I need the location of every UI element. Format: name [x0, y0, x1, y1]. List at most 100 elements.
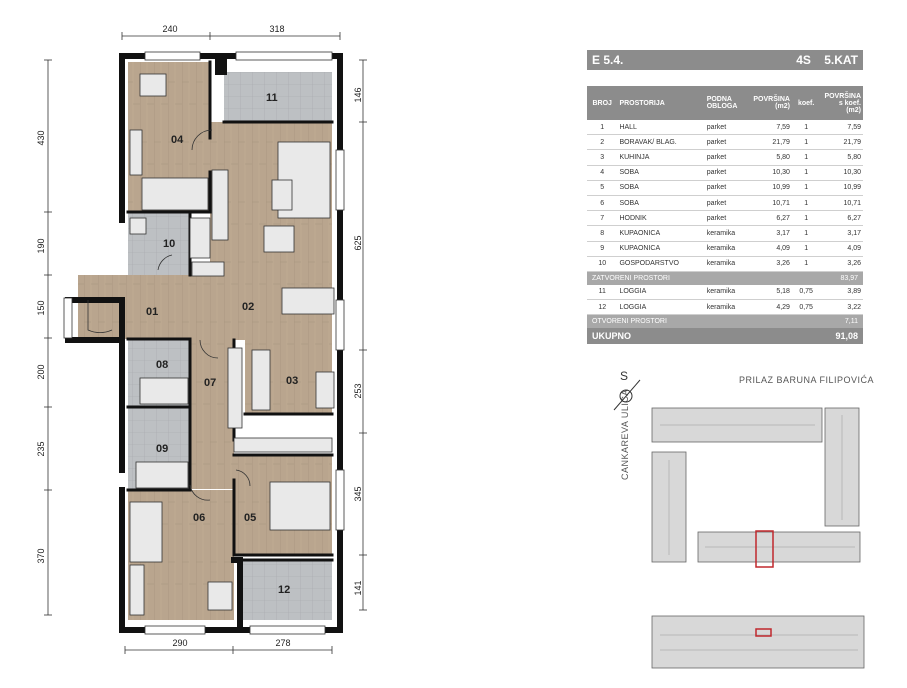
cell-total: 6,27	[820, 210, 863, 227]
cell-coef: 1	[791, 210, 821, 227]
cell-area: 10,71	[747, 195, 792, 212]
col-coef: koef.	[791, 86, 821, 120]
cell-total: 10,71	[820, 195, 863, 212]
cell-area: 7,59	[747, 120, 792, 136]
cell-floor: parket	[704, 134, 748, 151]
cell-floor: parket	[704, 210, 748, 227]
col-flooring: PODNA OBLOGA	[704, 86, 748, 120]
room-label-01: 01	[146, 306, 158, 318]
room-label-04: 04	[171, 134, 184, 146]
wardrobe-room-05	[233, 437, 333, 453]
room-label-02: 02	[242, 301, 254, 313]
unit-highlight	[755, 530, 774, 568]
closed-total: 83,97	[840, 274, 858, 282]
cell-total: 7,59	[820, 120, 863, 136]
floor-room-07	[190, 339, 234, 489]
floor-plan: 240 318 290 278 430 190 150 200 235 370 …	[36, 24, 367, 654]
room-label-03: 03	[286, 375, 298, 387]
dim-top-2: 318	[269, 24, 284, 34]
cell-name: SOBA	[617, 165, 705, 181]
cell-area: 3,26	[747, 256, 792, 272]
dim-right-3: 253	[353, 383, 363, 398]
wardrobe-room-04	[129, 129, 143, 176]
cell-floor: parket	[704, 195, 748, 212]
cell-name: KUHINJA	[617, 149, 705, 166]
unit-floor: 5.KAT	[824, 53, 858, 67]
dim-left-1: 430	[36, 130, 46, 145]
cell-no: 11	[587, 284, 618, 301]
cell-floor: keramika	[704, 241, 748, 257]
cell-area: 10,30	[747, 165, 792, 181]
bed-room-06	[129, 501, 163, 563]
bathtub-08	[139, 377, 189, 405]
dim-right-4: 345	[353, 486, 363, 501]
cell-no: 1	[587, 120, 618, 136]
cell-name: LOGGIA	[617, 299, 705, 316]
cell-name: HODNIK	[617, 210, 705, 227]
dim-left-4: 200	[36, 364, 46, 379]
cell-floor: parket	[704, 165, 748, 181]
desk-room-04	[139, 73, 167, 97]
cell-no: 4	[587, 165, 618, 181]
cell-total: 10,30	[820, 165, 863, 181]
unit-id: E 5.4.	[592, 53, 624, 67]
cell-coef: 1	[791, 165, 821, 181]
bathtub-09	[135, 461, 189, 489]
cell-area: 3,17	[747, 225, 792, 242]
doors	[87, 129, 251, 501]
dim-bottom-1: 290	[172, 638, 187, 648]
col-room: PROSTORIJA	[617, 86, 705, 120]
cell-coef: 1	[791, 241, 821, 257]
armchair-1	[271, 179, 293, 211]
unit-header: E 5.4. 4S 5.KAT	[587, 50, 863, 70]
cell-floor: keramika	[704, 225, 748, 242]
cell-name: BORAVAK/ BLAG.	[617, 134, 705, 151]
open-label: OTVORENI PROSTORI	[592, 318, 667, 326]
cell-no: 10	[587, 256, 618, 272]
bed-room-05	[269, 481, 331, 531]
cell-floor: parket	[704, 120, 748, 136]
cell-coef: 0,75	[791, 284, 821, 301]
cell-floor: keramika	[704, 299, 748, 316]
grand-label: UKUPNO	[592, 331, 632, 342]
floor-room-01	[78, 275, 228, 339]
room-label-06: 06	[193, 512, 205, 524]
rooms-table: BROJ PROSTORIJA PODNA OBLOGA POVRŠINA (m…	[587, 86, 863, 272]
cell-total: 10,99	[820, 180, 863, 196]
kitchen-counter-2	[315, 371, 335, 409]
dim-right-2: 625	[353, 235, 363, 250]
cell-no: 12	[587, 299, 618, 316]
cell-coef: 0,75	[791, 299, 821, 316]
windows	[63, 51, 345, 635]
col-total: POVRŠINA s koef. (m2)	[820, 86, 863, 120]
cell-no: 5	[587, 180, 618, 196]
wardrobe-hall	[227, 347, 243, 429]
cell-area: 10,99	[747, 180, 792, 196]
cell-floor: keramika	[704, 256, 748, 272]
open-summary: OTVORENI PROSTORI 7,11	[587, 315, 863, 329]
cell-coef: 1	[791, 256, 821, 272]
unit-type: 4S	[796, 53, 811, 67]
furniture	[129, 73, 335, 616]
walls	[65, 53, 343, 633]
site-plan: PRILAZ BARUNA FILIPOVIĆA CANKAREVA ULICA…	[600, 360, 900, 680]
cell-area: 4,09	[747, 241, 792, 257]
grand-total: UKUPNO 91,08	[587, 328, 863, 345]
cell-no: 2	[587, 134, 618, 151]
cell-coef: 1	[791, 195, 821, 212]
floor-room-12	[240, 560, 332, 620]
cell-name: SOBA	[617, 195, 705, 212]
cell-floor: keramika	[704, 284, 748, 301]
room-label-11: 11	[266, 92, 278, 104]
cell-area: 5,80	[747, 149, 792, 166]
area-table: E 5.4. 4S 5.KAT BROJ PROSTORIJA PODNA OB…	[587, 50, 863, 345]
desk-room-06	[207, 581, 233, 611]
col-area: POVRŠINA (m2)	[747, 86, 792, 120]
